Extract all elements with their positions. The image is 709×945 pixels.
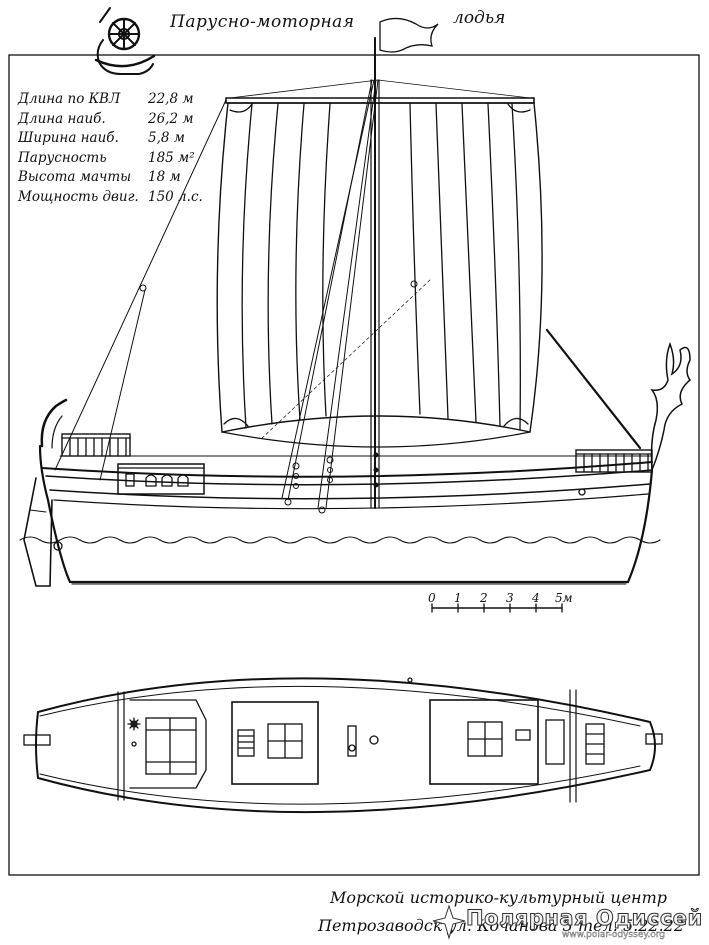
mast [370, 37, 380, 509]
deck-plan [23, 677, 663, 814]
sail [216, 102, 543, 448]
scale-tick-label: 0 [428, 591, 436, 605]
scale-tick-label: 4 [532, 591, 540, 605]
scale-tick-label: 2 [480, 591, 488, 605]
figurehead [650, 341, 692, 471]
spec-label: Парусность [18, 149, 107, 166]
stern-railing [61, 433, 131, 457]
scale-bar [431, 603, 563, 613]
footer-address: Петрозаводск ул. Кочанова 3 тел. 5.22.22 [318, 916, 685, 935]
watermark-url: www.polar-odyssey.org [562, 930, 666, 940]
scale-tick-label: 1 [454, 591, 462, 605]
flag [379, 17, 439, 53]
watermark-text: Полярная Одиссей [466, 906, 703, 931]
spec-value: 22,8 м [148, 91, 194, 107]
footer-organization: Морской историко-культурный центр [330, 888, 667, 907]
spec-value: 185 м² [148, 149, 195, 166]
logo-emblem-icon [94, 7, 156, 75]
hull-profile [23, 398, 654, 587]
title-part2: лодья [453, 8, 506, 28]
watermark: Полярная Одиссей www.polar-odyssey.org [432, 904, 708, 944]
title-part1: Парусно-моторная [170, 12, 355, 32]
scale-tick-label: 3 [506, 591, 514, 605]
spec-label: Длина наиб. [18, 110, 106, 127]
spec-label: Длина по КВЛ [18, 91, 121, 107]
rigging [54, 79, 642, 514]
spec-value: 18 м [148, 169, 181, 185]
deckhouse [117, 463, 205, 495]
spec-value: 26,2 м [148, 110, 194, 127]
yard [225, 79, 535, 104]
spec-label: Мощность двиг. [18, 188, 139, 205]
spec-label: Высота мачты [18, 169, 132, 185]
spec-value: 150 л.с. [148, 188, 203, 205]
spec-value: 5,8 м [148, 130, 185, 146]
scale-tick-label: 5м [555, 591, 573, 605]
polar-star-icon [432, 904, 466, 940]
waterline [19, 536, 661, 544]
spec-label: Ширина наиб. [18, 130, 119, 146]
sheet-frame [8, 54, 700, 876]
